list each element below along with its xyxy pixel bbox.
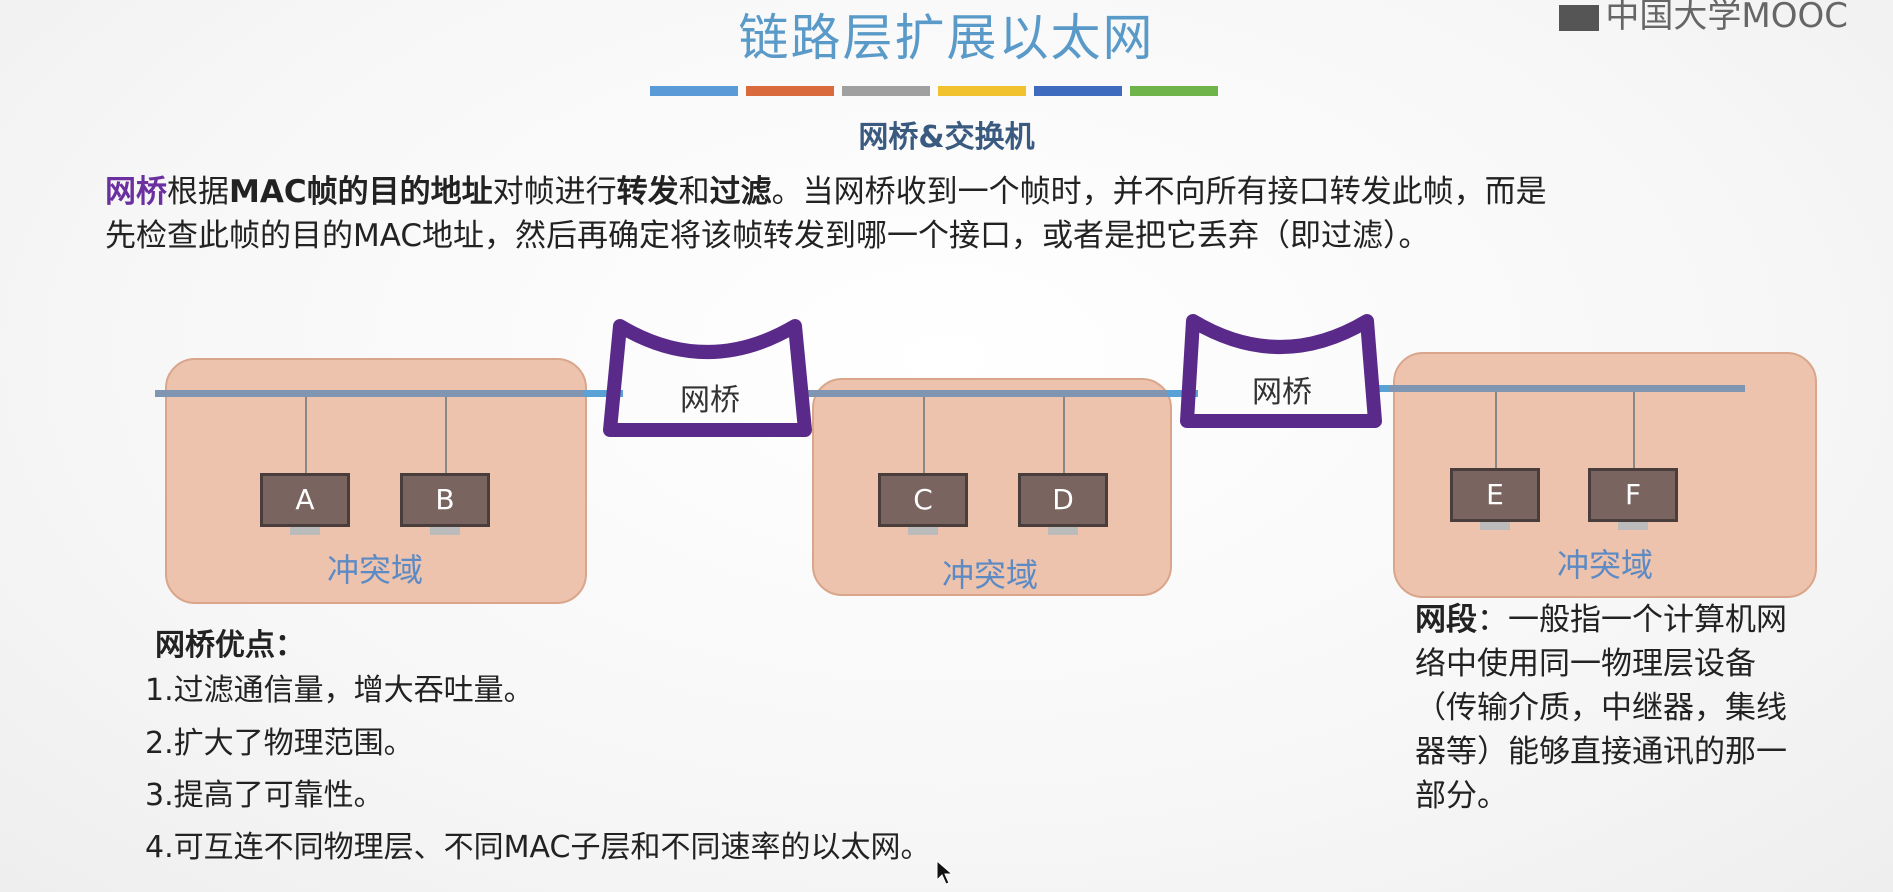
collision-domain-label-3: 冲突域 [1556,546,1653,584]
bus-segment-3 [1390,385,1745,392]
host-b-stand [430,527,460,535]
advantage-item: 1.过滤通信量，增大吞吐量。 [145,673,534,708]
intro-text: 对帧进行 [492,174,617,210]
host-e: E [1450,468,1540,522]
intro-line-2: 先检查此帧的目的MAC地址，然后再确定将该帧转发到哪一个接口，或者是把它丢弃（即… [105,218,1430,254]
host-d: D [1018,473,1108,527]
mouse-cursor-icon [936,860,954,885]
color-bar-5 [1034,86,1122,96]
bus-segment-1 [155,390,605,397]
collision-domain-label-1: 冲突域 [326,551,423,589]
segment-text: ：一般指一个计算机网 [1477,602,1787,638]
color-bar-1 [650,86,738,96]
intro-emph: MAC帧的目的地址 [229,174,493,210]
mooc-logo-icon [1559,4,1600,31]
host-c-stand [908,527,938,535]
bus-segment-2 [800,390,1180,397]
collision-domain-label-2: 冲突域 [941,556,1038,594]
host-e-stand [1480,522,1510,530]
host-c: C [878,473,968,527]
bridge-label-2: 网桥 [1252,375,1312,410]
advantage-item: 4.可互连不同物理层、不同MAC子层和不同速率的以太网。 [145,830,931,865]
bridge-icon-2 [1180,314,1382,428]
mooc-logo: 中国大学MOOC [1559,0,1848,37]
segment-line-1: 网段：一般指一个计算机网 [1415,598,1855,642]
collision-domain-1 [165,358,587,604]
bridge-label-1: 网桥 [680,383,740,418]
segment-definition: 网段：一般指一个计算机网 络中使用同一物理层设备 （传输介质，中继器，集线 器等… [1415,598,1855,818]
segment-line-4: 器等）能够直接通讯的那一 [1415,734,1787,770]
host-f-stand [1618,522,1648,530]
subtitle: 网桥&交换机 [858,120,1035,155]
host-a: A [260,473,350,527]
bridge-term: 网桥 [105,174,167,210]
host-b: B [400,473,490,527]
intro-text: 根据 [167,174,229,210]
advantage-item: 3.提高了可靠性。 [145,778,384,813]
segment-line-2: 络中使用同一物理层设备 [1415,646,1756,682]
segment-line-5: 部分。 [1415,778,1508,814]
intro-emph: 转发 [616,174,679,210]
segment-line-3: （传输介质，中继器，集线 [1415,690,1787,726]
color-bar-2 [746,86,834,96]
drop-c [923,397,925,475]
bus-link-1 [583,390,623,397]
intro-text: 。当网桥收到一个帧时，并不向所有接口转发此帧，而是 [771,174,1547,210]
intro-paragraph: 网桥根据MAC帧的目的地址对帧进行转发和过滤。当网桥收到一个帧时，并不向所有接口… [105,170,1805,258]
intro-emph: 过滤 [709,174,772,210]
drop-b [445,397,447,475]
drop-d [1063,397,1065,475]
collision-domain-2 [812,378,1172,596]
advantage-item: 2.扩大了物理范围。 [145,726,414,761]
host-d-stand [1048,527,1078,535]
host-a-stand [290,527,320,535]
intro-text: 和 [678,174,710,210]
host-f: F [1588,468,1678,522]
intro-line-1: 网桥根据MAC帧的目的地址对帧进行转发和过滤。当网桥收到一个帧时，并不向所有接口… [105,170,1805,214]
drop-e [1495,392,1497,470]
segment-term: 网段 [1415,602,1477,638]
advantages-title: 网桥优点： [155,628,305,663]
color-bar-6 [1130,86,1218,96]
bridge-icon-1 [603,319,812,437]
page-title: 链路层扩展以太网 [738,9,1155,67]
drop-f [1633,392,1635,470]
drop-a [305,397,307,475]
mooc-logo-text: 中国大学MOOC [1605,0,1848,36]
color-bar-4 [938,86,1026,96]
color-bar-3 [842,86,930,96]
